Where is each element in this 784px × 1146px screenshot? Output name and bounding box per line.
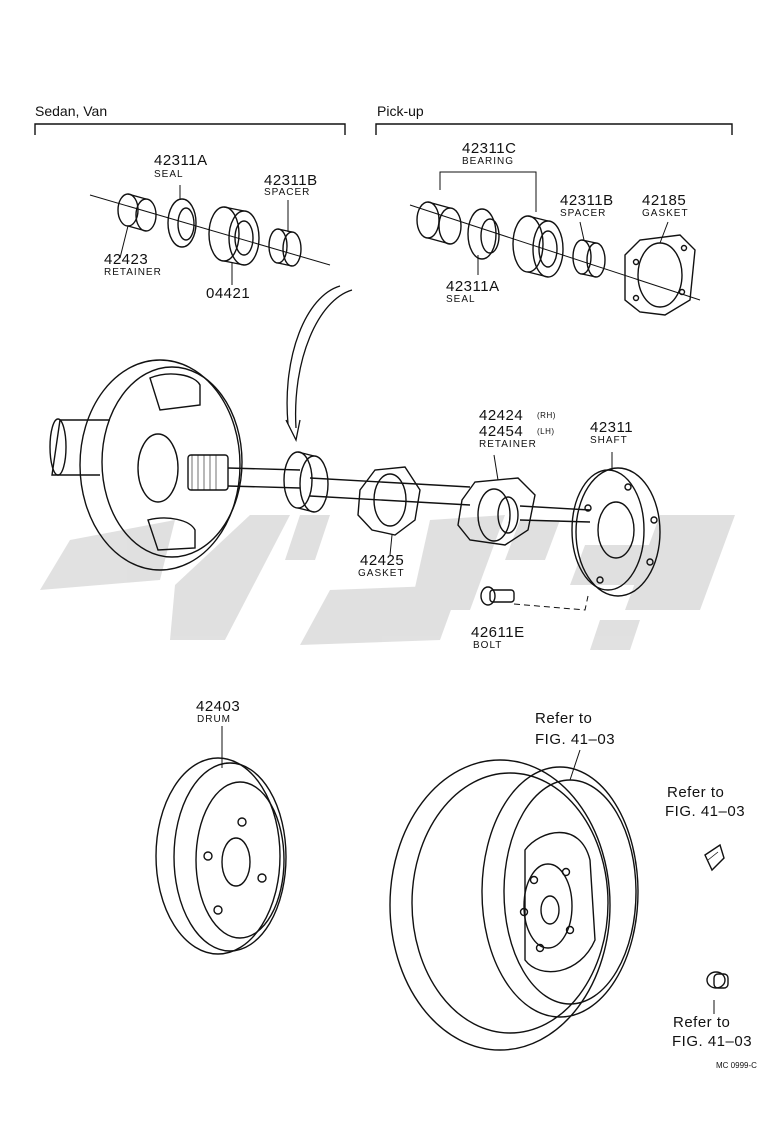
part-name-bolt: BOLT bbox=[473, 640, 503, 651]
part-number-42423: 42423 bbox=[104, 251, 149, 268]
part-number-42403: 42403 bbox=[196, 698, 241, 715]
bearing-42311c bbox=[467, 208, 564, 278]
spacer-42311b-sedan bbox=[268, 228, 302, 267]
part-number-04421: 04421 bbox=[206, 285, 251, 302]
nut-ref-line2: FIG. 41–03 bbox=[672, 1033, 753, 1050]
pickup-axis-line bbox=[409, 204, 701, 301]
part-number-42311a-pickup: 42311A bbox=[446, 278, 500, 295]
part-number-42454: 42454 bbox=[479, 423, 524, 440]
seal-42311a-sedan bbox=[167, 198, 197, 248]
bolt-ref-line2: FIG. 41–03 bbox=[665, 803, 746, 820]
part-number-42311b-pickup: 42311B bbox=[560, 192, 614, 209]
part-number-42311b-sedan: 42311B bbox=[264, 172, 318, 189]
seal-pickup bbox=[416, 201, 462, 245]
pickup-bracket bbox=[375, 123, 733, 135]
part-number-42185: 42185 bbox=[642, 192, 687, 209]
part-name-bearing: BEARING bbox=[462, 156, 515, 167]
part-name-retainer-42423: RETAINER bbox=[104, 267, 162, 278]
bearing-on-shaft bbox=[283, 451, 329, 513]
part-name-seal-sedan: SEAL bbox=[154, 169, 184, 180]
bolt-42611e bbox=[480, 586, 589, 611]
part-name-drum: DRUM bbox=[197, 714, 231, 725]
part-number-42311c: 42311C bbox=[462, 140, 517, 157]
part-name-spacer-sedan: SPACER bbox=[264, 187, 311, 198]
bolt-ref-line1: Refer to bbox=[667, 784, 725, 801]
wheel-ref-line2: FIG. 41–03 bbox=[535, 731, 616, 748]
sedan-van-header: Sedan, Van bbox=[35, 103, 108, 119]
sedan-van-bracket bbox=[34, 123, 346, 135]
nut-ref-line1: Refer to bbox=[673, 1014, 731, 1031]
gasket-42185 bbox=[624, 234, 696, 316]
backing-plate bbox=[49, 359, 243, 571]
catalog-code: MC 0999-C bbox=[716, 1061, 757, 1070]
part-name-gasket-42425: GASKET bbox=[358, 568, 405, 579]
spacer-42311b-pickup bbox=[572, 239, 606, 278]
part-name-seal-pickup: SEAL bbox=[446, 294, 476, 305]
part-name-shaft: SHAFT bbox=[590, 435, 628, 446]
line-art bbox=[34, 123, 733, 1051]
sedan-axis-line bbox=[89, 194, 331, 266]
assembly-arrow bbox=[294, 289, 353, 429]
part-number-42311-shaft: 42311 bbox=[590, 419, 634, 436]
part-name-spacer-pickup: SPACER bbox=[560, 208, 607, 219]
pickup-header: Pick-up bbox=[377, 103, 424, 119]
axle-shaft-42311 bbox=[187, 454, 661, 597]
side-tag-lh: (LH) bbox=[537, 427, 555, 436]
gasket-42425 bbox=[357, 466, 421, 536]
brake-drum-42403 bbox=[155, 726, 287, 955]
part-name-retainer-42424: RETAINER bbox=[479, 439, 537, 450]
part-number-42425: 42425 bbox=[360, 552, 405, 569]
part-number-42611e: 42611E bbox=[471, 624, 525, 641]
lug-nut bbox=[706, 971, 729, 1014]
part-number-42424: 42424 bbox=[479, 407, 524, 424]
watermark-logo bbox=[40, 515, 735, 650]
wheel-ref-line1: Refer to bbox=[535, 710, 593, 727]
retainer-42424 bbox=[457, 477, 536, 546]
part-name-gasket-42185: GASKET bbox=[642, 208, 689, 219]
hub-bolt bbox=[704, 843, 725, 872]
side-tag-rh: (RH) bbox=[537, 411, 556, 420]
wheel-rim bbox=[389, 749, 639, 1051]
part-number-42311a-sedan: 42311A bbox=[154, 152, 208, 169]
bearing-04421 bbox=[208, 206, 260, 266]
